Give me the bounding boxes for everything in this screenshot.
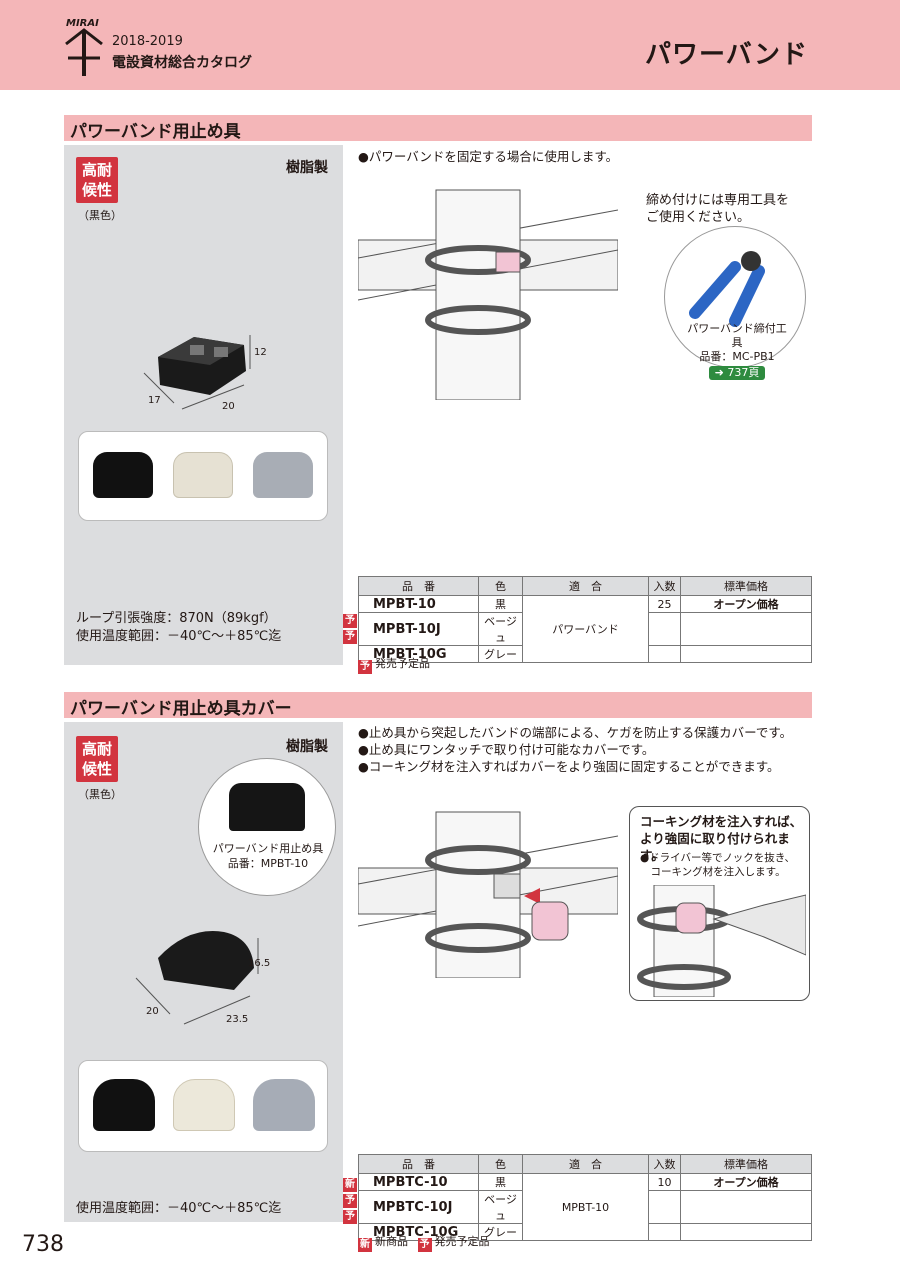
stopper-drawing: 12 17 20 (143, 335, 267, 412)
beige-cover (173, 1079, 235, 1131)
section2-product-panel: 高耐 候性 （黒色） 樹脂製 パワーバンド用止め具 品番：MPBT-10 16.… (64, 722, 343, 1222)
dim-height: 12 (254, 347, 267, 358)
svg-text:MIRAI: MIRAI (66, 18, 99, 29)
section2-title-bar: パワーバンド用止め具カバー (64, 692, 812, 719)
table-row: MPBTC-10 黒 MPBT-10 10 オープン価格 (358, 1173, 812, 1241)
table-row: MPBTC-10J ベージュ (358, 1190, 812, 1224)
section2-legend: 新新商品 予発売予定品 (358, 1235, 490, 1252)
table-row: MPBT-10 黒 パワーバンド 25 オープン価格 (358, 595, 812, 663)
color-note: （黒色） (78, 788, 122, 801)
black-stopper (93, 452, 153, 498)
page-header: MIRAI 2018-2019 電設資材総合カタログ パワーバンド (0, 0, 900, 90)
section1-row-marks: 予 予 (343, 614, 357, 644)
caulking-callout: コーキング材を注入すれば、 より強固に取り付けられます。 ●ドライバー等でノック… (629, 806, 810, 1001)
material-label: 樹脂製 (286, 160, 328, 176)
installation-illustration (358, 189, 618, 400)
catalog-year: 2018-2019 (112, 34, 183, 49)
stopper-inset-image (229, 783, 305, 831)
material-label: 樹脂製 (286, 739, 328, 755)
cover-drawing: 16.5 20 23.5 (135, 931, 270, 1025)
dim-height: 16.5 (248, 958, 270, 969)
section1-table: 品 番 色 適 合 入数 標準価格 MPBT-10 黒 パワーバンド 25 オー… (358, 576, 812, 663)
dim-depth: 17 (148, 395, 161, 406)
crimp-tool-icon (689, 251, 765, 327)
mirai-logo-icon: MIRAI (65, 18, 103, 76)
page-number: 738 (22, 1232, 64, 1257)
table-row: MPBT-10G グレー (358, 645, 812, 663)
black-cover (93, 1079, 155, 1131)
page-title: パワーバンド (644, 40, 808, 70)
tool-caption: パワーバンド締付工具 品番：MC-PB1 ➜ 737頁 (687, 322, 787, 380)
color-variants-photo (78, 1060, 328, 1152)
cover-installation-illustration (358, 811, 618, 978)
dim-depth: 20 (146, 1006, 159, 1017)
dim-width: 20 (222, 401, 235, 412)
table-row: MPBT-10J ベージュ (358, 612, 812, 646)
section1-legend: 予発売予定品 (358, 657, 430, 674)
beige-stopper (173, 452, 233, 498)
weather-resistant-badge: 高耐 候性 (76, 157, 118, 203)
section1-product-panel: 高耐 候性 （黒色） 樹脂製 12 17 20 (64, 145, 343, 665)
color-variants-photo (78, 431, 328, 521)
section2-row-marks: 新 予 予 (343, 1178, 357, 1224)
color-note: （黒色） (78, 209, 122, 222)
dim-width: 23.5 (226, 1014, 248, 1025)
section2-table: 品 番 色 適 合 入数 標準価格 MPBTC-10 黒 MPBT-10 10 … (358, 1154, 812, 1241)
tool-note: 締め付けには専用工具を ご使用ください。 (646, 193, 790, 225)
section1-title-bar: パワーバンド用止め具 (64, 115, 812, 142)
stopper-inset-circle: パワーバンド用止め具 品番：MPBT-10 (198, 758, 336, 896)
catalog-name: 電設資材総合カタログ (112, 55, 252, 71)
section1-bullets: ●パワーバンドを固定する場合に使用します。 (358, 149, 619, 164)
tool-image-circle (664, 226, 806, 368)
table-row: MPBTC-10G グレー (358, 1223, 812, 1241)
gray-cover (253, 1079, 315, 1131)
section1-specs: ループ引張強度：870N（89kgf） 使用温度範囲：－40℃～＋85℃迄 (76, 611, 282, 644)
section2-specs: 使用温度範囲：－40℃～＋85℃迄 (76, 1201, 282, 1216)
section2-bullets: ●止め具から突起したバンドの端部による、ケガを防止する保護カバーです。 ●止め具… (358, 725, 793, 774)
section2-title: パワーバンド用止め具カバー (70, 699, 292, 719)
gray-stopper (253, 452, 313, 498)
tool-page-link[interactable]: ➜ 737頁 (708, 366, 766, 380)
weather-resistant-badge: 高耐 候性 (76, 736, 118, 782)
section1-title: パワーバンド用止め具 (70, 122, 241, 142)
caulking-gun-illustration (637, 885, 806, 997)
